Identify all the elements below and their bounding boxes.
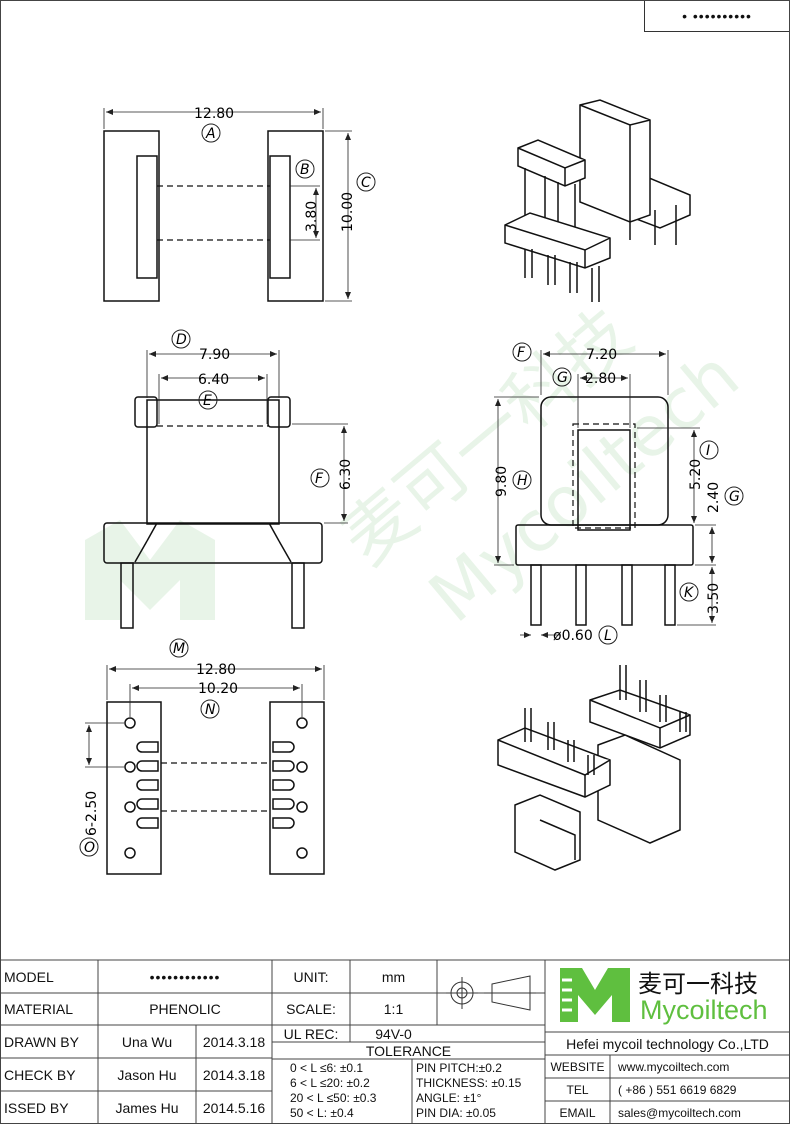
dim-h-value: 9.80 — [494, 466, 510, 497]
check-by-date: 2014.3.18 — [202, 1066, 266, 1083]
dim-m-value: 12.80 — [196, 662, 236, 678]
issued-by-date: 2014.5.16 — [202, 1099, 266, 1116]
unit-label: UNIT: — [293, 968, 329, 985]
issued-by-name: James Hu — [115, 1099, 179, 1116]
drawn-by-date: 2014.3.18 — [202, 1033, 266, 1050]
email-label: EMAIL — [559, 1105, 596, 1120]
dim-i-value: 5.20 — [688, 459, 704, 490]
pin-spec-line: THICKNESS: ±0.15 — [416, 1076, 522, 1090]
label-f: F — [315, 471, 324, 487]
issued-by-label: ISSED BY — [4, 1099, 69, 1116]
iso-view-bottom — [497, 665, 691, 871]
dim-g-value: 2.80 — [585, 371, 616, 387]
tolerance-line: 20 < L ≤50: ±0.3 — [290, 1091, 377, 1105]
label-m: M — [173, 641, 185, 657]
check-by-name: Jason Hu — [117, 1066, 177, 1083]
company-name: Hefei mycoil technology Co.,LTD — [566, 1035, 769, 1052]
top-view — [103, 130, 324, 302]
material-label: MATERIAL — [4, 1001, 73, 1017]
mycoiltech-logo-icon — [560, 968, 630, 1022]
label-e: E — [203, 393, 212, 409]
dim-c-value: 10.00 — [340, 192, 356, 232]
label-b: B — [300, 162, 310, 178]
dim-k-value: 3.50 — [706, 583, 722, 614]
logo-en-text: Mycoiltech — [640, 995, 768, 1025]
dim-f-value: 6.30 — [338, 459, 354, 490]
tel-label: TEL — [566, 1082, 589, 1097]
projection-symbol-icon — [446, 975, 536, 1011]
material-value: PHENOLIC — [149, 1001, 221, 1017]
tolerance-line: 50 < L: ±0.4 — [290, 1106, 354, 1120]
label-i: I — [706, 443, 710, 459]
dim-f-side-value: 7.20 — [586, 347, 617, 363]
email-value[interactable]: sales@mycoiltech.com — [618, 1105, 741, 1120]
label-g2: G — [729, 489, 740, 505]
dim-o-value: 6-2.50 — [84, 791, 100, 836]
iso-view-top — [504, 99, 691, 302]
scale-value: 1:1 — [383, 1001, 404, 1017]
dim-d-value: 7.90 — [199, 347, 230, 363]
label-d: D — [176, 332, 187, 348]
tolerance-line: 6 < L ≤20: ±0.2 — [290, 1076, 370, 1090]
label-h: H — [517, 473, 528, 489]
model-label: MODEL — [4, 968, 54, 985]
dim-g2-value: 2.40 — [706, 482, 722, 513]
model-value: •••••••••••• — [149, 968, 221, 985]
dim-a-value: 12.80 — [194, 106, 234, 122]
website-value[interactable]: www.mycoiltech.com — [618, 1059, 730, 1074]
tel-value: ( +86 ) 551 6619 6829 — [618, 1082, 737, 1097]
bottom-view — [106, 701, 325, 875]
scale-label: SCALE: — [286, 1001, 336, 1017]
front-view — [103, 396, 323, 629]
check-by-label: CHECK BY — [4, 1066, 76, 1083]
dim-l-value: ø0.60 — [553, 628, 593, 644]
unit-value: mm — [381, 968, 406, 985]
logo-cn-text: 麦可一科技 — [638, 970, 758, 998]
ul-rec-label: UL REC: — [283, 1025, 339, 1042]
label-f-side: F — [517, 345, 526, 361]
label-a: A — [205, 126, 216, 142]
drawn-by-label: DRAWN BY — [4, 1033, 79, 1050]
label-k: K — [684, 585, 695, 601]
label-g: G — [557, 370, 568, 386]
tolerance-title: TOLERANCE — [365, 1042, 452, 1059]
tolerance-line: 0 < L ≤6: ±0.1 — [290, 1061, 364, 1075]
dim-n-value: 10.20 — [198, 681, 238, 697]
label-c: C — [361, 175, 371, 191]
side-view — [515, 396, 694, 626]
label-l: L — [604, 628, 612, 644]
dim-b-value: 3.80 — [304, 201, 320, 232]
drawn-by-name: Una Wu — [121, 1033, 173, 1050]
pin-spec-line: PIN PITCH:±0.2 — [416, 1061, 502, 1075]
pin-spec-line: PIN DIA: ±0.05 — [416, 1106, 496, 1120]
pin-spec-line: ANGLE: ±1° — [416, 1091, 482, 1105]
website-label: WEBSITE — [550, 1059, 605, 1074]
dim-e-value: 6.40 — [198, 372, 229, 388]
label-n: N — [205, 702, 216, 718]
ul-rec-value: 94V-0 — [375, 1025, 412, 1042]
label-o: O — [84, 840, 95, 856]
